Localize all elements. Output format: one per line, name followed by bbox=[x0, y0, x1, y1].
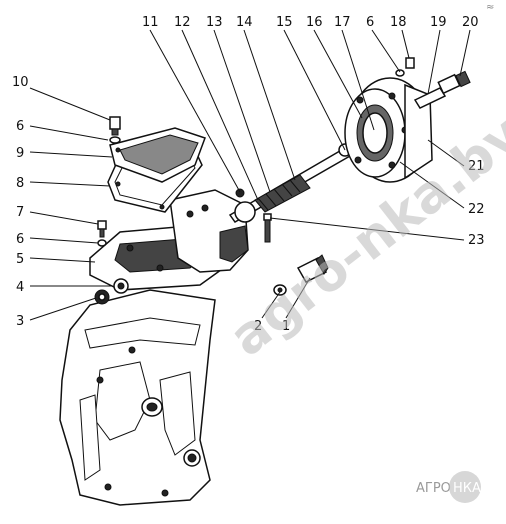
flange-disc bbox=[344, 77, 433, 183]
callout-9: 9 bbox=[16, 146, 24, 161]
gearbox-housing bbox=[59, 289, 216, 506]
callout-11: 11 bbox=[142, 15, 159, 30]
washer-6-top bbox=[109, 136, 121, 144]
callout-18: 18 bbox=[390, 15, 407, 30]
callout-7: 7 bbox=[16, 205, 24, 220]
callout-numbers: 10 6 9 8 7 6 5 4 3 11 12 13 14 15 16 17 … bbox=[12, 15, 485, 334]
bolt-7 bbox=[97, 220, 107, 238]
callout-16: 16 bbox=[306, 15, 323, 30]
bolt-18 bbox=[395, 57, 415, 77]
callout-14: 14 bbox=[236, 15, 253, 30]
callout-21: 21 bbox=[468, 159, 485, 174]
callout-23: 23 bbox=[468, 233, 485, 248]
callout-3: 3 bbox=[16, 314, 24, 329]
nut-3 bbox=[94, 289, 110, 305]
callout-10: 10 bbox=[12, 75, 29, 90]
plug-4 bbox=[113, 278, 129, 294]
callout-19: 19 bbox=[430, 15, 447, 30]
bolt-20 bbox=[437, 70, 471, 95]
washer-2 bbox=[273, 284, 287, 296]
callout-1: 1 bbox=[282, 319, 290, 334]
top-cover bbox=[109, 127, 206, 183]
callout-6-right: 6 bbox=[366, 15, 374, 30]
brand-logo: АГРО НКА bbox=[416, 471, 481, 503]
washer-6-mid bbox=[97, 239, 107, 247]
bolt-1 bbox=[296, 254, 329, 283]
shaft-assembly bbox=[228, 143, 352, 223]
callout-20: 20 bbox=[462, 15, 479, 30]
callout-12: 12 bbox=[174, 15, 191, 30]
callout-15: 15 bbox=[276, 15, 293, 30]
callout-22: 22 bbox=[468, 202, 485, 217]
logo-right-text: НКА bbox=[453, 481, 481, 496]
logo-left-text: АГРО bbox=[416, 481, 451, 496]
callout-4: 4 bbox=[16, 280, 24, 295]
callout-13: 13 bbox=[206, 15, 223, 30]
callout-6-mid: 6 bbox=[16, 232, 24, 247]
corner-mark: ≈ bbox=[486, 2, 494, 13]
screw-23 bbox=[263, 213, 272, 243]
lever-housing bbox=[169, 189, 249, 273]
callout-17: 17 bbox=[334, 15, 351, 30]
bolt-10 bbox=[109, 116, 121, 136]
rod-19 bbox=[413, 87, 447, 109]
callout-6-top: 6 bbox=[16, 119, 24, 134]
callout-2: 2 bbox=[254, 319, 262, 334]
callout-5: 5 bbox=[16, 252, 24, 267]
leader-lines bbox=[29, 29, 471, 321]
callout-8: 8 bbox=[16, 176, 24, 191]
